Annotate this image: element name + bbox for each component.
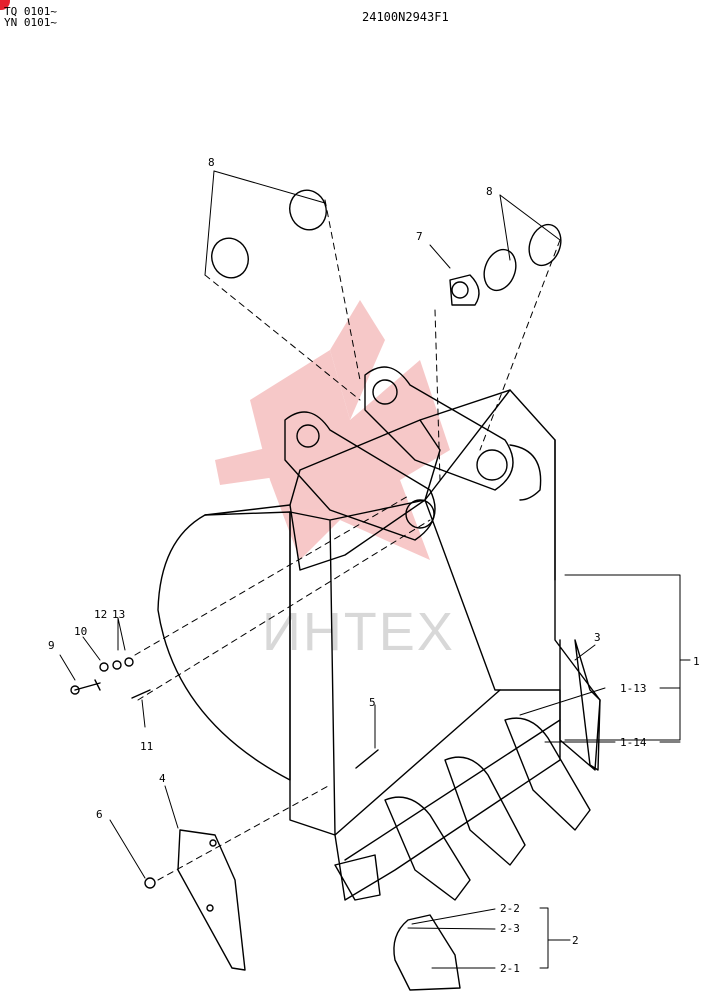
side-plate-right [554, 439, 601, 771]
boss-right [364, 366, 514, 491]
washer-10 [99, 662, 109, 672]
drawing-number: 24100N2943F1 [362, 10, 449, 24]
callout-7: 7 [416, 230, 423, 243]
assembly-guide-lines [134, 199, 561, 881]
callout-4: 4 [159, 772, 166, 785]
callout-2-2: 2-2 [500, 902, 520, 915]
callout-13: 13 [112, 608, 125, 621]
serial-range-1: TQ 0101~ [4, 5, 57, 18]
corner-marker [0, 0, 10, 10]
side-cutter-left [177, 829, 246, 971]
callout-9: 9 [48, 639, 55, 652]
washer-13 [124, 657, 134, 667]
tooth-exploded [393, 914, 461, 991]
callout-1-14: 1-14 [620, 736, 647, 749]
ring-pair-left [211, 189, 327, 279]
leader-lines [59, 170, 691, 969]
ring-pair-right [483, 223, 562, 292]
callout-2-3: 2-3 [500, 922, 520, 935]
washer-12 [112, 660, 122, 670]
callout-3: 3 [594, 631, 601, 644]
callout-2: 2 [572, 934, 579, 947]
callout-5: 5 [369, 696, 376, 709]
tooth-row [334, 717, 591, 901]
pin-11 [131, 689, 151, 699]
bolt-5 [355, 749, 379, 769]
callout-10: 10 [74, 625, 87, 638]
callout-6: 6 [96, 808, 103, 821]
callout-8b: 8 [486, 185, 493, 198]
callout-1: 1 [693, 655, 700, 668]
side-cutter-right [574, 639, 601, 771]
callout-2-1: 2-1 [500, 962, 520, 975]
watermark-logo [215, 300, 450, 560]
callout-11: 11 [140, 740, 153, 753]
callout-12: 12 [94, 608, 107, 621]
boss-left [284, 411, 436, 541]
bucket-shell [157, 511, 291, 781]
cutting-edge [334, 689, 561, 901]
callout-8a: 8 [208, 156, 215, 169]
pin-boss [449, 274, 480, 306]
watermark-text: ИНТЕХ [262, 602, 455, 662]
nut-6 [144, 877, 156, 889]
callout-1-13: 1-13 [620, 682, 647, 695]
serial-range-2: YN 0101~ [4, 16, 57, 29]
callout-labels: 8 8 7 12 13 10 9 11 5 4 6 3 1 1-13 1-14 … [48, 156, 700, 975]
